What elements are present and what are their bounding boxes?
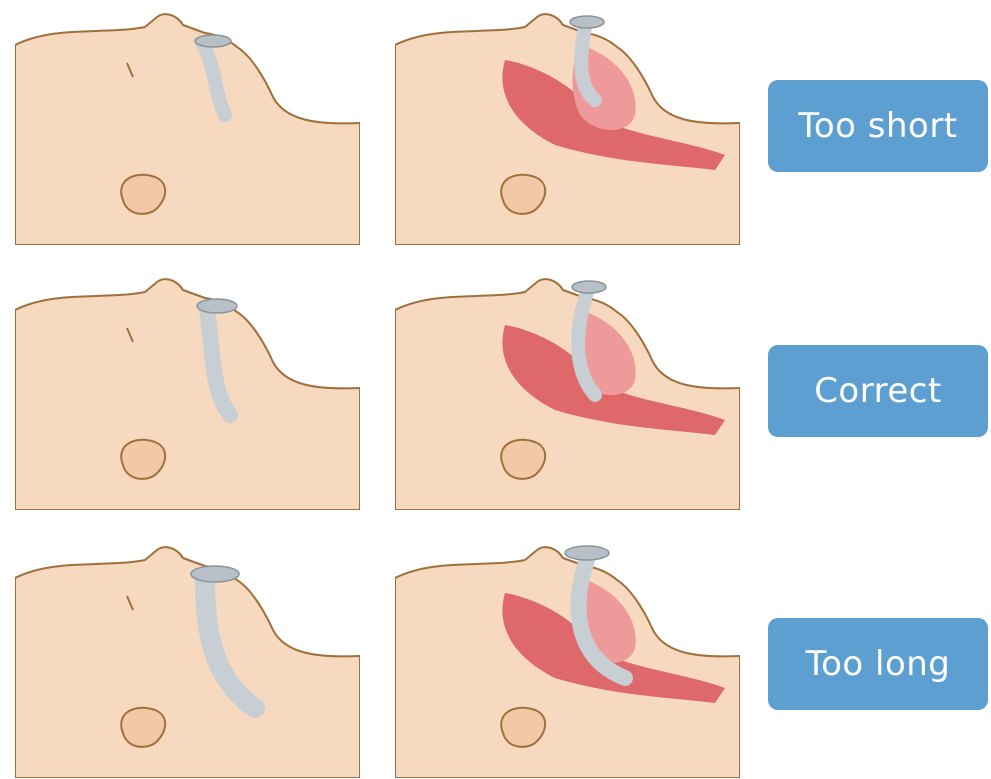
- external-view-too-short: [15, 5, 360, 245]
- face-skin: [15, 547, 360, 778]
- label-correct: Correct: [768, 345, 988, 437]
- head-profile-with-airway-external: [15, 5, 360, 245]
- label-too-long-text: Too long: [806, 644, 951, 684]
- head-profile-with-airway-internal: [395, 270, 740, 510]
- ear: [501, 175, 545, 214]
- face-skin: [15, 14, 360, 245]
- ear: [501, 708, 545, 747]
- ear: [501, 440, 545, 479]
- airway-flange: [572, 281, 606, 293]
- head-profile-with-airway-internal: [395, 538, 740, 778]
- airway-flange: [570, 16, 604, 28]
- airway-flange: [197, 299, 237, 313]
- internal-view-correct: [395, 270, 740, 510]
- ear: [121, 175, 165, 214]
- internal-view-too-short: [395, 5, 740, 245]
- head-profile-with-airway-external: [15, 270, 360, 510]
- airway-flange: [195, 35, 231, 47]
- face-skin: [15, 279, 360, 510]
- external-view-too-long: [15, 538, 360, 778]
- head-profile-with-airway-internal: [395, 5, 740, 245]
- label-too-short-text: Too short: [798, 106, 957, 146]
- head-profile-with-airway-external: [15, 538, 360, 778]
- label-too-long: Too long: [768, 618, 988, 710]
- airway-flange: [565, 546, 609, 560]
- label-correct-text: Correct: [814, 371, 942, 411]
- airway-flange: [191, 566, 239, 582]
- label-too-short: Too short: [768, 80, 988, 172]
- ear: [121, 440, 165, 479]
- internal-view-too-long: [395, 538, 740, 778]
- external-view-correct: [15, 270, 360, 510]
- ear: [121, 708, 165, 747]
